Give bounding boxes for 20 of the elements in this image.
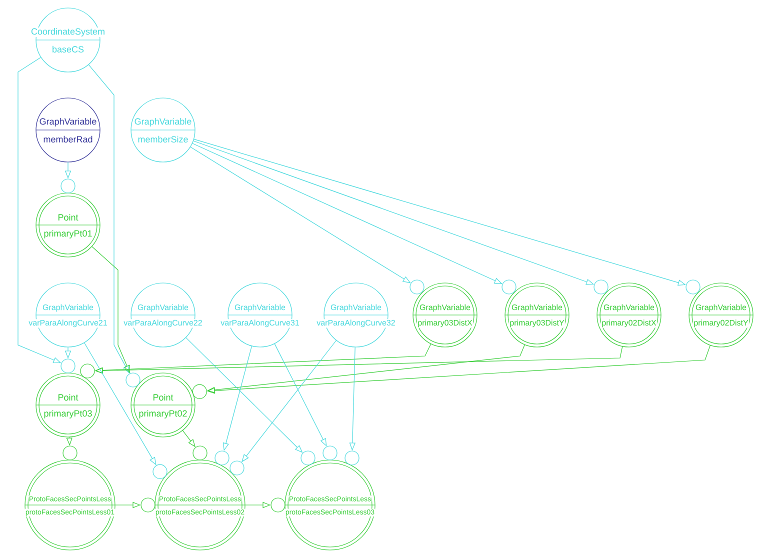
port-circle [322,446,338,460]
port-circle [62,446,78,460]
port-circle [192,446,208,460]
arrow [274,344,327,446]
port-circle [502,280,516,294]
port-circle [60,358,76,374]
port-circle [300,450,316,466]
port-circle [344,450,360,466]
port-circle [60,178,76,194]
port-circle [270,498,286,512]
port-circle [686,280,700,294]
port-circle [214,450,230,466]
port-circle [140,498,156,512]
port-circle [192,384,207,399]
port-circle [152,464,168,479]
port-circle [410,280,424,294]
port-circle [230,460,244,476]
port-circle [594,280,608,294]
port-circle [80,364,95,378]
port-circle [126,372,140,388]
